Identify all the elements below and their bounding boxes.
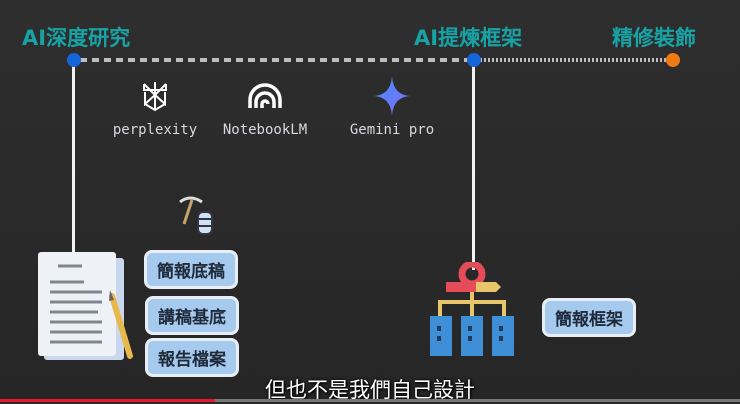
tool-label: perplexity	[112, 122, 198, 138]
stage-dot-framework[interactable]	[467, 53, 481, 67]
stage-title-framework: AI提煉框架	[414, 26, 523, 50]
subtitle-caption: 但也不是我們自己設計	[265, 378, 475, 402]
video-progress-fill	[0, 399, 215, 402]
output-tag: 報告檔案	[145, 338, 239, 377]
stage-title-research: AI深度研究	[22, 26, 131, 50]
perplexity-icon	[100, 78, 210, 114]
data-mining-icon	[179, 196, 213, 235]
stage-dot-polish[interactable]	[666, 53, 680, 67]
timeline	[80, 58, 668, 62]
tool-label: NotebookLM	[222, 122, 308, 138]
research-connector	[72, 60, 75, 256]
stage-title-polish: 精修裝飾	[612, 26, 696, 50]
tool-label: Gemini pro	[349, 122, 435, 138]
framework-tag: 簡報框架	[542, 298, 636, 337]
stage-dot-research[interactable]	[67, 53, 81, 67]
framework-structure-icon	[430, 262, 514, 356]
document-pencil-icon	[38, 252, 133, 360]
notebooklm-icon	[210, 78, 320, 114]
tool-gemini: Gemini pro	[337, 76, 447, 138]
framework-connector	[472, 60, 475, 270]
gemini-icon	[337, 76, 447, 116]
video-progress-bar[interactable]	[0, 399, 740, 402]
tool-notebooklm: NotebookLM	[210, 78, 320, 138]
output-tag: 講稿基底	[145, 296, 239, 335]
output-tag: 簡報底稿	[144, 250, 238, 289]
tool-perplexity: perplexity	[100, 78, 210, 138]
